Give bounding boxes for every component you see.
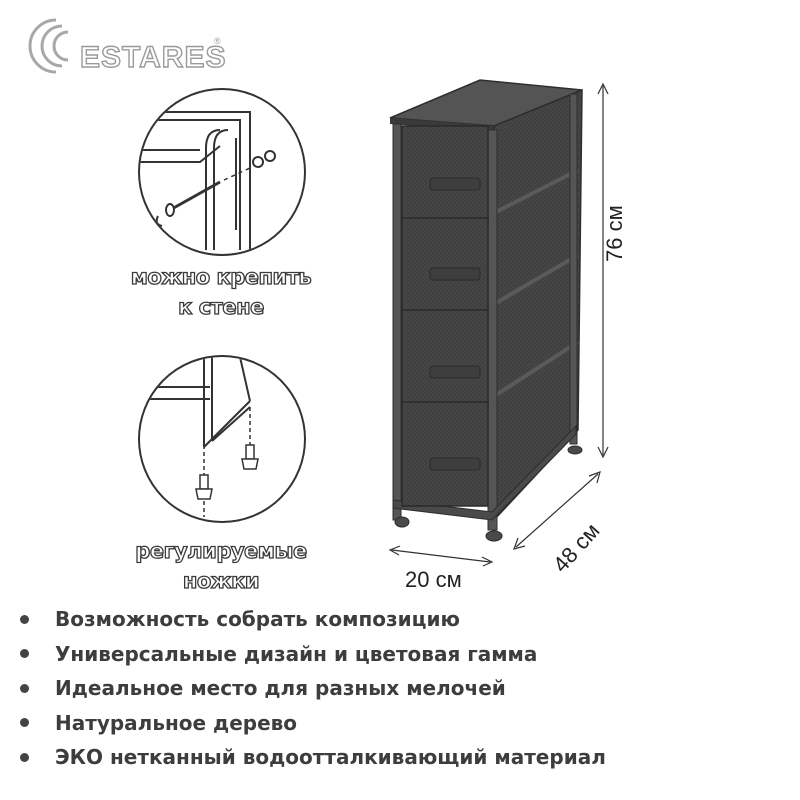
brand-logo: ESTARES ® (18, 14, 238, 75)
adjustable-feet-caption-line2: ножки (182, 568, 260, 593)
bullet-icon (20, 649, 29, 659)
feature-text: Идеальное место для разных мелочей (55, 676, 506, 701)
logo-swoosh-icon (28, 18, 69, 74)
width-label: 20 см (405, 567, 462, 592)
wall-mount-caption-line1: можно крепить (130, 264, 312, 289)
feature-text: Натуральное дерево (55, 710, 298, 735)
brand-name: ESTARES (79, 40, 227, 74)
feature-item: Возможность собрать композицию (16, 602, 606, 637)
width-dimension-arrow (388, 545, 494, 567)
feature-list: Возможность собрать композицию Универсал… (16, 602, 606, 775)
feature-item: Универсальные дизайн и цветовая гамма (16, 637, 606, 672)
drawer-2 (401, 217, 489, 315)
wall-mount-detail (138, 88, 306, 256)
height-dimension-arrow (597, 82, 609, 459)
feature-text: ЭКО нетканный водоотталкивающий материал (55, 745, 606, 770)
adjustable-feet-caption-line1: регулируемые (135, 538, 308, 563)
drawer-3 (401, 309, 489, 407)
registered-mark: ® (214, 36, 221, 46)
feature-item: Идеальное место для разных мелочей (16, 671, 606, 706)
drawer-1 (401, 125, 489, 223)
cabinet-side-panel (493, 88, 583, 522)
adjustable-feet-detail (138, 355, 306, 523)
feature-text: Возможность собрать композицию (55, 607, 460, 632)
feature-text: Универсальные дизайн и цветовая гамма (55, 641, 538, 666)
bullet-icon (20, 614, 29, 624)
depth-dimension-arrow (513, 471, 601, 550)
bullet-icon (20, 718, 29, 728)
wall-mount-caption: можно крепить к стене (108, 262, 334, 322)
bullet-icon (20, 683, 29, 693)
bullet-icon (20, 752, 29, 762)
height-label: 76 см (602, 205, 627, 262)
drawer-4 (401, 401, 489, 507)
adjustable-feet-caption: регулируемые ножки (108, 536, 334, 596)
feature-item: ЭКО нетканный водоотталкивающий материал (16, 740, 606, 775)
wall-mount-caption-line2: к стене (178, 294, 265, 319)
feature-item: Натуральное дерево (16, 706, 606, 741)
